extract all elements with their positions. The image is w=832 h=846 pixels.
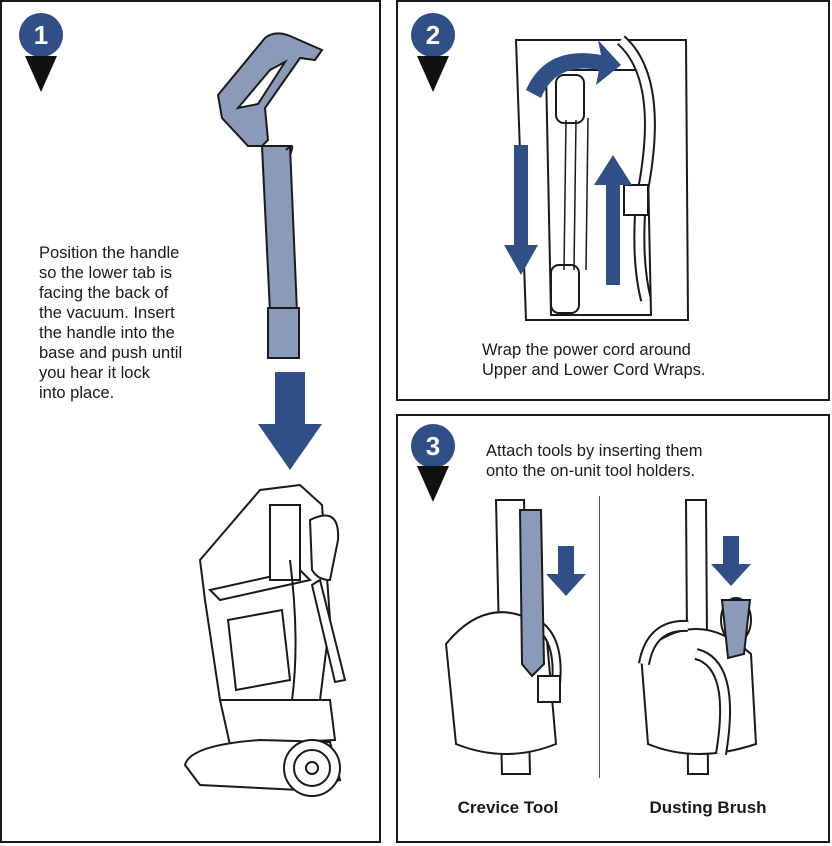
crevice-tool-caption: Crevice Tool — [457, 798, 559, 817]
crevice-tool-illustration — [444, 499, 586, 775]
step-1-badge: 1 — [19, 13, 63, 57]
tools-divider — [599, 496, 600, 778]
cord-wrap-illustration — [514, 35, 690, 321]
step-1-instructions: Position the handle so the lower tab is … — [39, 244, 183, 402]
step-3-badge: 3 — [411, 424, 455, 468]
insert-arrow-icon — [258, 372, 322, 470]
step-1-pointer-icon — [25, 56, 57, 92]
step-2-instructions: Wrap the power cord around Upper and Low… — [482, 341, 706, 379]
step-2-badge: 2 — [411, 13, 455, 57]
step-3-instructions: Attach tools by inserting them onto the … — [486, 442, 703, 480]
step-3-pointer-icon — [417, 466, 449, 502]
dusting-brush-illustration — [638, 499, 758, 775]
wrap-arrow-icon — [504, 40, 632, 285]
vacuum-base-illustration — [183, 483, 347, 797]
dusting-brush-caption: Dusting Brush — [649, 798, 767, 817]
handle-illustration — [216, 32, 324, 359]
step-2-pointer-icon — [417, 56, 449, 92]
